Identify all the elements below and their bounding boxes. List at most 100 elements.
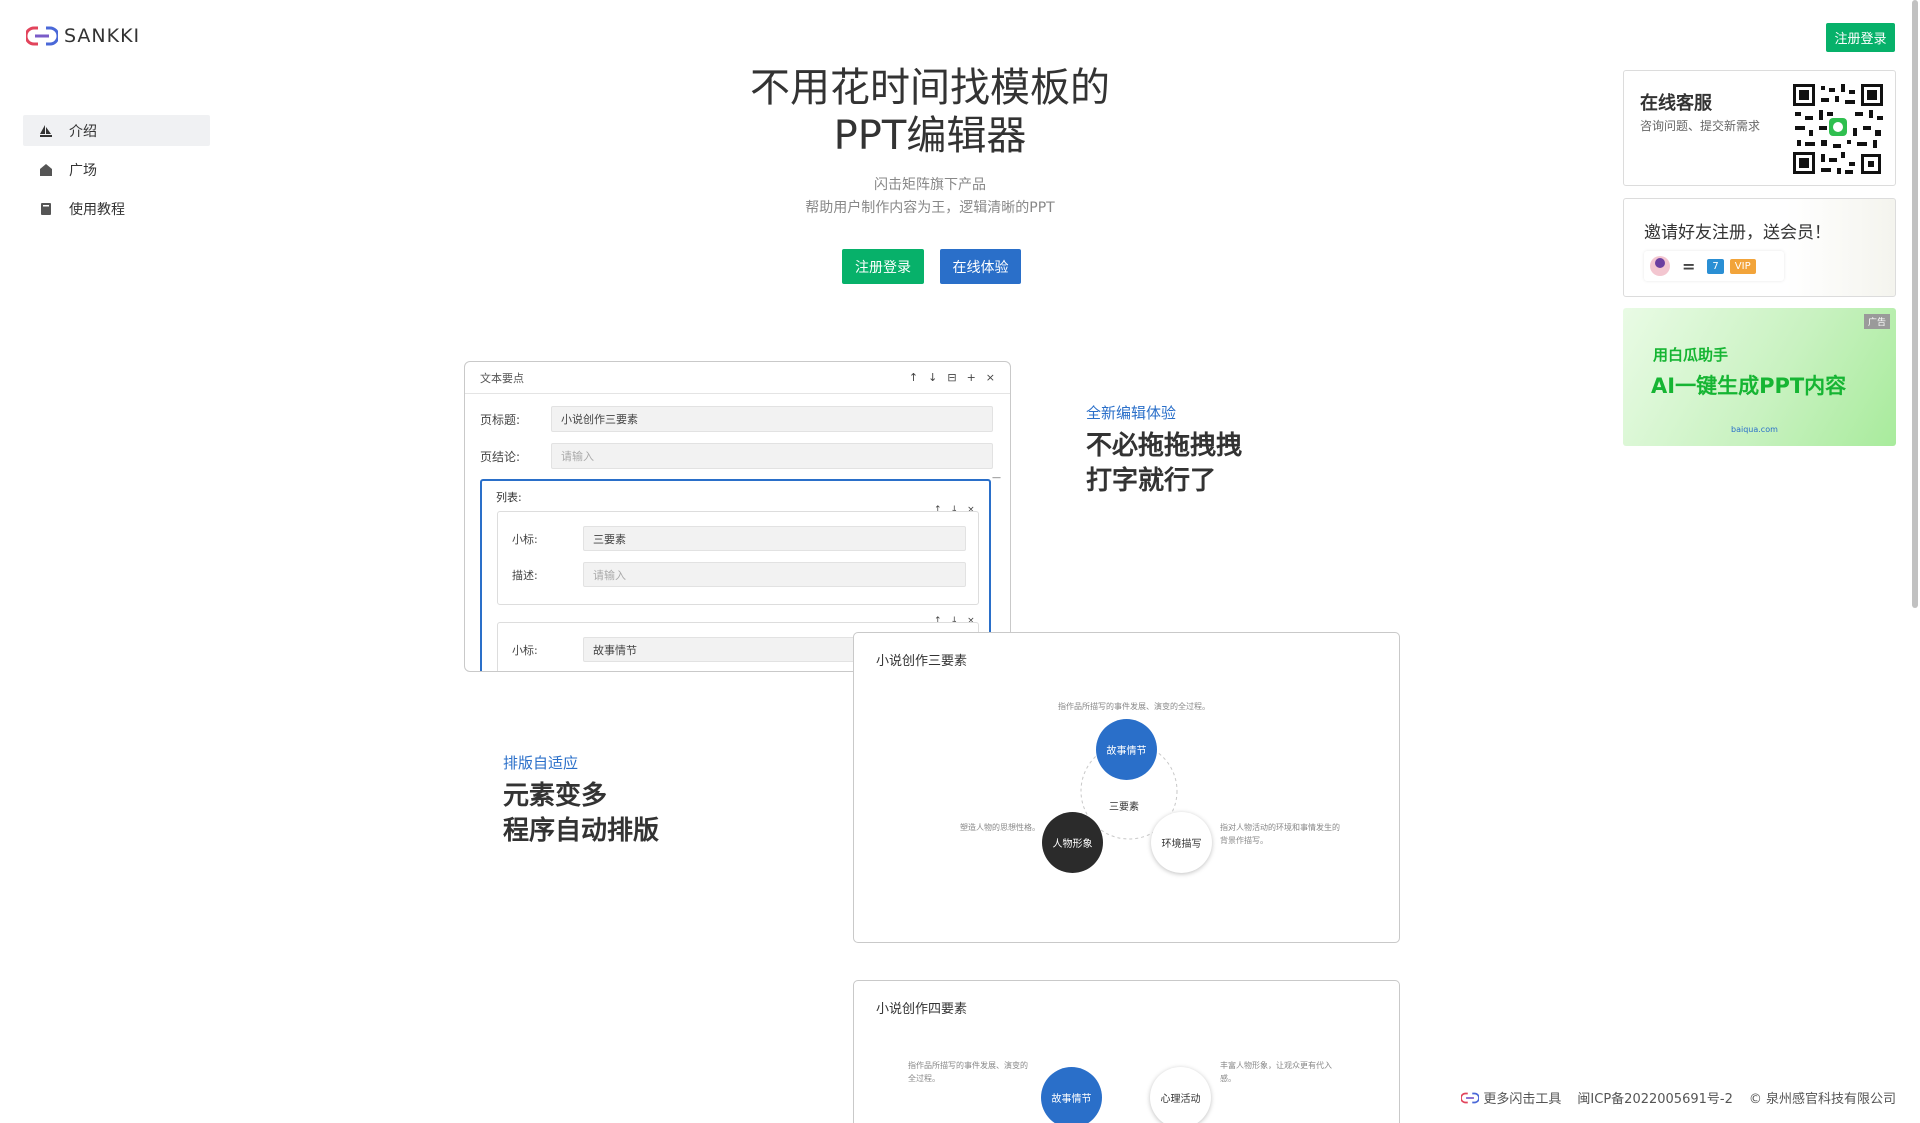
feature1-line2: 打字就行了 [1086, 466, 1217, 496]
sidebar-item-square[interactable]: 广场 [23, 154, 210, 185]
sankki-logo-icon [26, 26, 58, 46]
qr-code-icon [1791, 82, 1885, 176]
sankki-small-logo-icon [1461, 1092, 1480, 1103]
equals-icon: = [1682, 256, 1696, 276]
item-delete-icon[interactable]: × [967, 505, 975, 515]
footer-more-tools-link[interactable]: 更多闪击工具 [1461, 1088, 1561, 1107]
feature2-tag: 排版自适应 [503, 754, 579, 772]
conclusion-row: 页结论: 请输入 [480, 443, 993, 469]
editor-header-title: 文本要点 [480, 371, 524, 385]
home-icon [39, 163, 55, 177]
user-avatar-icon [1650, 256, 1670, 276]
sidebar-item-label: 介绍 [69, 123, 97, 140]
ad-banner[interactable]: 广告 用白瓜助手 AI一键生成PPT内容 baiqua.com [1623, 308, 1896, 446]
sub-title-input[interactable]: 三要素 [583, 526, 966, 551]
ad-brand: 用白瓜助手 [1653, 346, 1729, 364]
hero-title-line2: PPT编辑器 [833, 113, 1027, 159]
node-plot: 故事情节 [1096, 719, 1157, 780]
ad-label: 广告 [1863, 314, 1890, 329]
footer-more-tools-label: 更多闪击工具 [1483, 1092, 1562, 1107]
sidebar-item-label: 广场 [69, 162, 97, 179]
brand-name: SANKKI [64, 25, 141, 47]
feature2-title: 元素变多 程序自动排版 [503, 779, 659, 849]
book-icon [39, 202, 55, 216]
sub-title-row: 小标: 三要素 [512, 526, 966, 551]
list-label: 列表: [496, 491, 522, 504]
close-icon[interactable]: × [985, 371, 995, 384]
description-label: 描述: [512, 568, 538, 582]
header-register-button[interactable]: 注册登录 [1826, 23, 1895, 52]
feature2-line1: 元素变多 [503, 781, 608, 811]
slide2-note-plot: 指作品所描写的事件发展、演变的全过程。 [908, 1061, 1028, 1083]
service-title: 在线客服 [1640, 93, 1712, 114]
item-toolbar: ↑ ↓ × [934, 505, 975, 515]
slide2-note-psych: 丰富人物形象，让观众更有代入感。 [1220, 1061, 1332, 1083]
list-box: 列表: ↑ ↓ × 小标: 三要素 描述: 请输入 ↑ ↓ × 小标: 故事情节 [480, 479, 991, 671]
slide-preview-2: 小说创作四要素 指作品所描写的事件发展、演变的全过程。 故事情节 心理活动 丰富… [853, 980, 1400, 1123]
list-collapse-icon[interactable]: — [992, 473, 1001, 483]
footer: 更多闪击工具 闽ICP备2022005691号-2 © 泉州感官科技有限公司 [1461, 1088, 1896, 1107]
vip-badge: VIP [1729, 258, 1756, 274]
collapse-icon[interactable]: ⊟ [947, 371, 957, 384]
brand-logo[interactable]: SANKKI [26, 24, 140, 48]
footer-icp[interactable]: 闽ICP备2022005691号-2 [1577, 1092, 1733, 1107]
page-title-input[interactable]: 小说创作三要素 [551, 406, 993, 432]
footer-copyright: © 泉州感官科技有限公司 [1748, 1092, 1896, 1107]
editor-preview: 文本要点 ↑ ↓ ⊟ + × 页标题: 小说创作三要素 页结论: 请输入 — 列… [464, 361, 1011, 672]
node-psych: 心理活动 [1150, 1067, 1211, 1123]
slide1-center-label: 三要素 [1109, 802, 1139, 813]
node-character: 人物形象 [1042, 812, 1103, 873]
sidebar: 介绍 广场 使用教程 [23, 115, 210, 232]
slide1-note-environment: 指对人物活动的环境和事情发生的背景作描写。 [1220, 823, 1340, 845]
service-panel[interactable]: 在线客服 咨询问题、提交新需求 [1623, 70, 1896, 186]
feature2-line2: 程序自动排版 [503, 816, 660, 846]
item-toolbar: ↑ ↓ × [934, 616, 975, 626]
vip-days-badge: 7 [1707, 258, 1724, 274]
node-plot: 故事情节 [1041, 1067, 1102, 1123]
description-row: 描述: 请输入 [512, 562, 966, 587]
sub-title-label: 小标: [512, 643, 538, 657]
conclusion-input[interactable]: 请输入 [551, 443, 993, 469]
slide1-note-plot: 指作品所描写的事件发展、演变的全过程。 [1058, 702, 1210, 711]
sub-title-label: 小标: [512, 532, 538, 546]
move-up-icon[interactable]: ↑ [908, 371, 919, 384]
hero-try-online-button[interactable]: 在线体验 [940, 249, 1021, 284]
ad-headline: AI一键生成PPT内容 [1651, 374, 1847, 398]
description-input[interactable]: 请输入 [583, 562, 966, 587]
conclusion-label: 页结论: [480, 449, 521, 464]
page-title-row: 页标题: 小说创作三要素 [480, 406, 993, 432]
service-desc: 咨询问题、提交新需求 [1640, 119, 1761, 133]
editor-toolbar: ↑ ↓ ⊟ + × [909, 371, 995, 384]
invite-reward-strip: = 7 VIP [1644, 251, 1784, 281]
item-delete-icon[interactable]: × [967, 616, 975, 626]
feature1-tag: 全新编辑体验 [1086, 404, 1177, 422]
item-down-icon[interactable]: ↓ [950, 616, 959, 626]
hero-title: 不用花时间找模板的 PPT编辑器 [660, 64, 1200, 160]
editor-header: 文本要点 ↑ ↓ ⊟ + × [465, 362, 1010, 394]
item-up-icon[interactable]: ↑ [934, 505, 942, 515]
page-title-label: 页标题: [480, 412, 521, 427]
invite-title: 邀请好友注册，送会员！ [1644, 223, 1831, 243]
feature1-title: 不必拖拖拽拽 打字就行了 [1086, 429, 1242, 499]
slide-preview-1: 小说创作三要素 指作品所描写的事件发展、演变的全过程。 故事情节 三要素 人物形… [853, 632, 1400, 943]
slide1-note-character: 塑造人物的思想性格。 [960, 823, 1040, 832]
invite-panel[interactable]: 邀请好友注册，送会员！ = 7 VIP [1623, 198, 1896, 297]
sidebar-item-label: 使用教程 [69, 201, 125, 218]
sailboat-icon [39, 124, 55, 138]
ad-url: baiqua.com [1731, 425, 1778, 434]
cycle-ring [1080, 742, 1178, 840]
hero-subtitle-2: 帮助用户制作内容为王，逻辑清晰的PPT [805, 200, 1055, 216]
hero-title-line1: 不用花时间找模板的 [750, 65, 1110, 111]
feature1-line1: 不必拖拖拽拽 [1086, 431, 1243, 461]
item-up-icon[interactable]: ↑ [934, 616, 942, 626]
hero-subtitle-1: 闪击矩阵旗下产品 [874, 177, 986, 193]
sidebar-item-tutorial[interactable]: 使用教程 [23, 193, 210, 224]
hero-register-button[interactable]: 注册登录 [842, 249, 924, 284]
add-icon[interactable]: + [966, 371, 976, 384]
sidebar-item-intro[interactable]: 介绍 [23, 115, 210, 146]
page-scrollbar[interactable] [1912, 0, 1918, 608]
slide2-title: 小说创作四要素 [876, 1002, 968, 1017]
item-down-icon[interactable]: ↓ [950, 505, 959, 515]
move-down-icon[interactable]: ↓ [928, 371, 938, 384]
list-item: 小标: 三要素 描述: 请输入 [497, 511, 979, 605]
